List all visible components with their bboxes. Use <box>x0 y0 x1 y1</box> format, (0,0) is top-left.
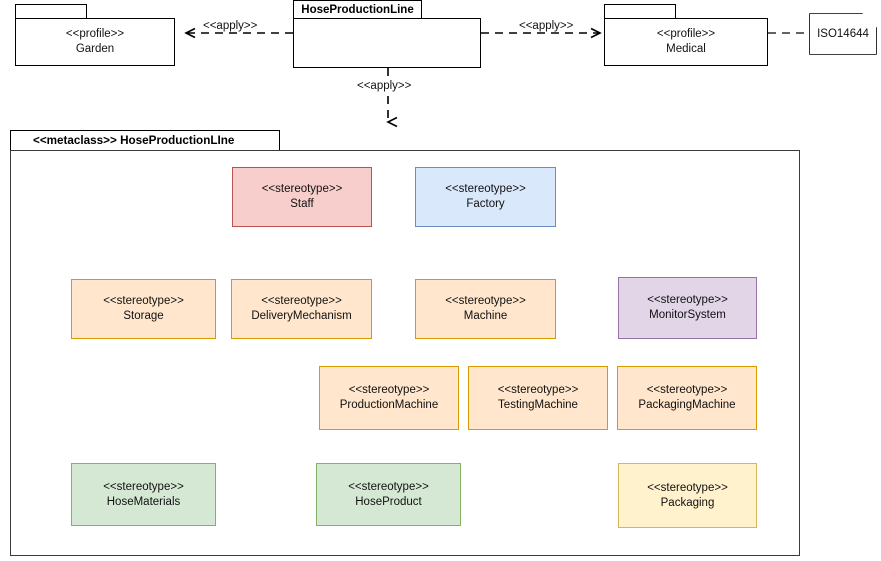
package-medical-name: Medical <box>666 43 706 55</box>
stereotype-productionmachine[interactable]: <<stereotype>> ProductionMachine <box>319 366 459 430</box>
edge-label-apply-garden: <<apply>> <box>201 20 260 32</box>
stereotype-deliverymechanism-name: DeliveryMechanism <box>251 310 352 322</box>
package-medical-label: <<profile>> Medical <box>605 19 767 65</box>
package-garden-stereotype: <<profile>> <box>65 28 125 41</box>
stereotype-hosematerials-keyword: <<stereotype>> <box>103 480 184 493</box>
stereotype-hosematerials-name: HoseMaterials <box>106 495 181 508</box>
package-hoseproductionline[interactable] <box>293 18 481 68</box>
stereotype-testingmachine-name: TestingMachine <box>498 399 578 411</box>
note-iso[interactable]: ISO14644 <box>810 14 876 54</box>
stereotype-factory[interactable]: <<stereotype>> Factory <box>415 167 556 227</box>
stereotype-storage-keyword: <<stereotype>> <box>103 295 184 308</box>
stereotype-packagingmachine-keyword: <<stereotype>> <box>646 384 728 397</box>
stereotype-packaging[interactable]: <<stereotype>> Packaging <box>618 463 757 528</box>
stereotype-testingmachine-keyword: <<stereotype>> <box>497 384 579 397</box>
stereotype-staff-keyword: <<stereotype>> <box>261 183 343 196</box>
stereotype-monitorsystem-keyword: <<stereotype>> <box>647 294 728 307</box>
package-tab-medical <box>604 4 676 18</box>
stereotype-packagingmachine-name: PackagingMachine <box>638 399 736 411</box>
stereotype-hoseproduct-keyword: <<stereotype>> <box>348 480 429 493</box>
stereotype-staff-name: Staff <box>290 198 314 210</box>
stereotype-hoseproduct[interactable]: <<stereotype>> HoseProduct <box>316 463 461 526</box>
stereotype-packaging-keyword: <<stereotype>> <box>647 481 728 494</box>
package-garden-label: <<profile>> Garden <box>16 19 174 65</box>
stereotype-hoseproduct-name: HoseProduct <box>355 495 422 508</box>
edge-label-apply-metaclass: <<apply>> <box>355 80 414 92</box>
stereotype-productionmachine-keyword: <<stereotype>> <box>348 384 430 397</box>
stereotype-packagingmachine[interactable]: <<stereotype>> PackagingMachine <box>617 366 757 430</box>
stereotype-storage[interactable]: <<stereotype>> Storage <box>71 279 216 339</box>
stereotype-machine[interactable]: <<stereotype>> Machine <box>415 279 556 339</box>
package-tab-hoseproductionline[interactable]: HoseProductionLine <box>293 0 422 19</box>
stereotype-machine-keyword: <<stereotype>> <box>445 295 526 308</box>
stereotype-monitorsystem[interactable]: <<stereotype>> MonitorSystem <box>618 277 757 339</box>
package-garden-name: Garden <box>75 43 115 55</box>
stereotype-staff[interactable]: <<stereotype>> Staff <box>232 167 372 227</box>
stereotype-deliverymechanism[interactable]: <<stereotype>> DeliveryMechanism <box>231 279 372 339</box>
package-garden[interactable]: <<profile>> Garden <box>15 18 175 66</box>
stereotype-hosematerials[interactable]: <<stereotype>> HoseMaterials <box>71 463 216 526</box>
stereotype-productionmachine-name: ProductionMachine <box>339 399 439 411</box>
edge-label-apply-medical: <<apply>> <box>517 20 576 32</box>
stereotype-deliverymechanism-keyword: <<stereotype>> <box>261 295 342 308</box>
stereotype-monitorsystem-name: MonitorSystem <box>649 309 726 321</box>
package-tab-garden <box>15 4 87 18</box>
metaclass-frame-header[interactable]: <<metaclass>> HoseProductionLIne <box>10 130 280 151</box>
stereotype-storage-name: Storage <box>123 310 164 322</box>
stereotype-testingmachine[interactable]: <<stereotype>> TestingMachine <box>468 366 608 430</box>
stereotype-machine-name: Machine <box>463 310 508 322</box>
package-medical-stereotype: <<profile>> <box>656 28 716 41</box>
stereotype-factory-name: Factory <box>466 198 505 210</box>
stereotype-packaging-name: Packaging <box>660 496 715 509</box>
package-medical[interactable]: <<profile>> Medical <box>604 18 768 66</box>
stereotype-factory-keyword: <<stereotype>> <box>445 183 526 196</box>
